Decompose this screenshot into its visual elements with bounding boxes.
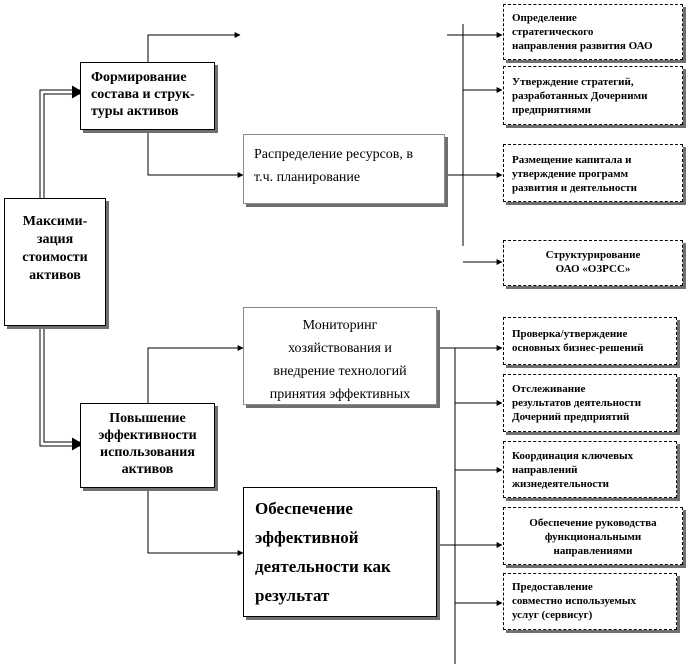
right-box-approve-strategies: Утверждение стратегий, разработанных Доч… <box>503 66 683 125</box>
right-box-business-decisions: Проверка/утверждение основных бизнес-реш… <box>503 317 677 365</box>
right-box-structuring: Структурирование ОАО «ОЗРСС» <box>503 240 683 286</box>
branch-label-composition: Формирование состава и струк- туры актив… <box>91 70 195 119</box>
branch-box-composition: Формирование состава и струк- туры актив… <box>80 62 215 130</box>
right-label-business-decisions: Проверка/утверждение основных бизнес-реш… <box>512 328 644 354</box>
right-box-capital-placement: Размещение капитала и утверждение програ… <box>503 144 683 202</box>
mid-box-result: Обеспечение эффективной деятельности как… <box>243 487 437 617</box>
root-to-branch1-connector <box>39 89 80 198</box>
mid-box-resource-allocation: Распределение ресурсов, в т.ч. планирова… <box>243 134 445 204</box>
right-box-management: Обеспечение руководства функциональными … <box>503 507 683 565</box>
right-label-management: Обеспечение руководства функциональными … <box>529 517 657 557</box>
right-label-approve-strategies: Утверждение стратегий, разработанных Доч… <box>512 76 648 116</box>
branch2-mid2-connector <box>147 345 244 403</box>
mid-label-monitoring: Мониторинг хозяйствования и внедрение те… <box>269 318 411 402</box>
mid-label-result: Обеспечение эффективной деятельности как… <box>255 499 391 605</box>
right-box-results-tracking: Отслеживание результатов деятельности До… <box>503 374 677 432</box>
right-box-coordination: Координация ключевых направлений жизнеде… <box>503 441 677 498</box>
right-label-shared-services: Предоставление совместно используемых ус… <box>512 581 636 621</box>
branch2-mid3-connector <box>147 488 244 556</box>
root-to-branch2-connector <box>39 328 80 447</box>
right-label-strategic-direction: Определение стратегического направления … <box>512 12 653 52</box>
right-label-results-tracking: Отслеживание результатов деятельности До… <box>512 383 642 423</box>
right-label-structuring: Структурирование ОАО «ОЗРСС» <box>545 249 641 275</box>
branch-box-efficiency: Повышение эффективности использования ак… <box>80 403 215 488</box>
root-box: Максими- зация стоимости активов <box>4 198 106 326</box>
mid-box-monitoring: Мониторинг хозяйствования и внедрение те… <box>243 307 437 405</box>
mid-label-resource-allocation: Распределение ресурсов, в т.ч. планирова… <box>254 147 413 185</box>
branch1-mid1-connector <box>147 130 244 178</box>
right-box-strategic-direction: Определение стратегического направления … <box>503 4 683 60</box>
branch-label-efficiency: Повышение эффективности использования ак… <box>98 411 197 477</box>
right-box-shared-services: Предоставление совместно используемых ус… <box>503 573 677 630</box>
root-label: Максими- зация стоимости активов <box>22 214 88 283</box>
branch1-top-connector <box>147 32 241 62</box>
right-label-capital-placement: Размещение капитала и утверждение програ… <box>512 154 637 194</box>
right-label-coordination: Координация ключевых направлений жизнеде… <box>512 450 634 490</box>
